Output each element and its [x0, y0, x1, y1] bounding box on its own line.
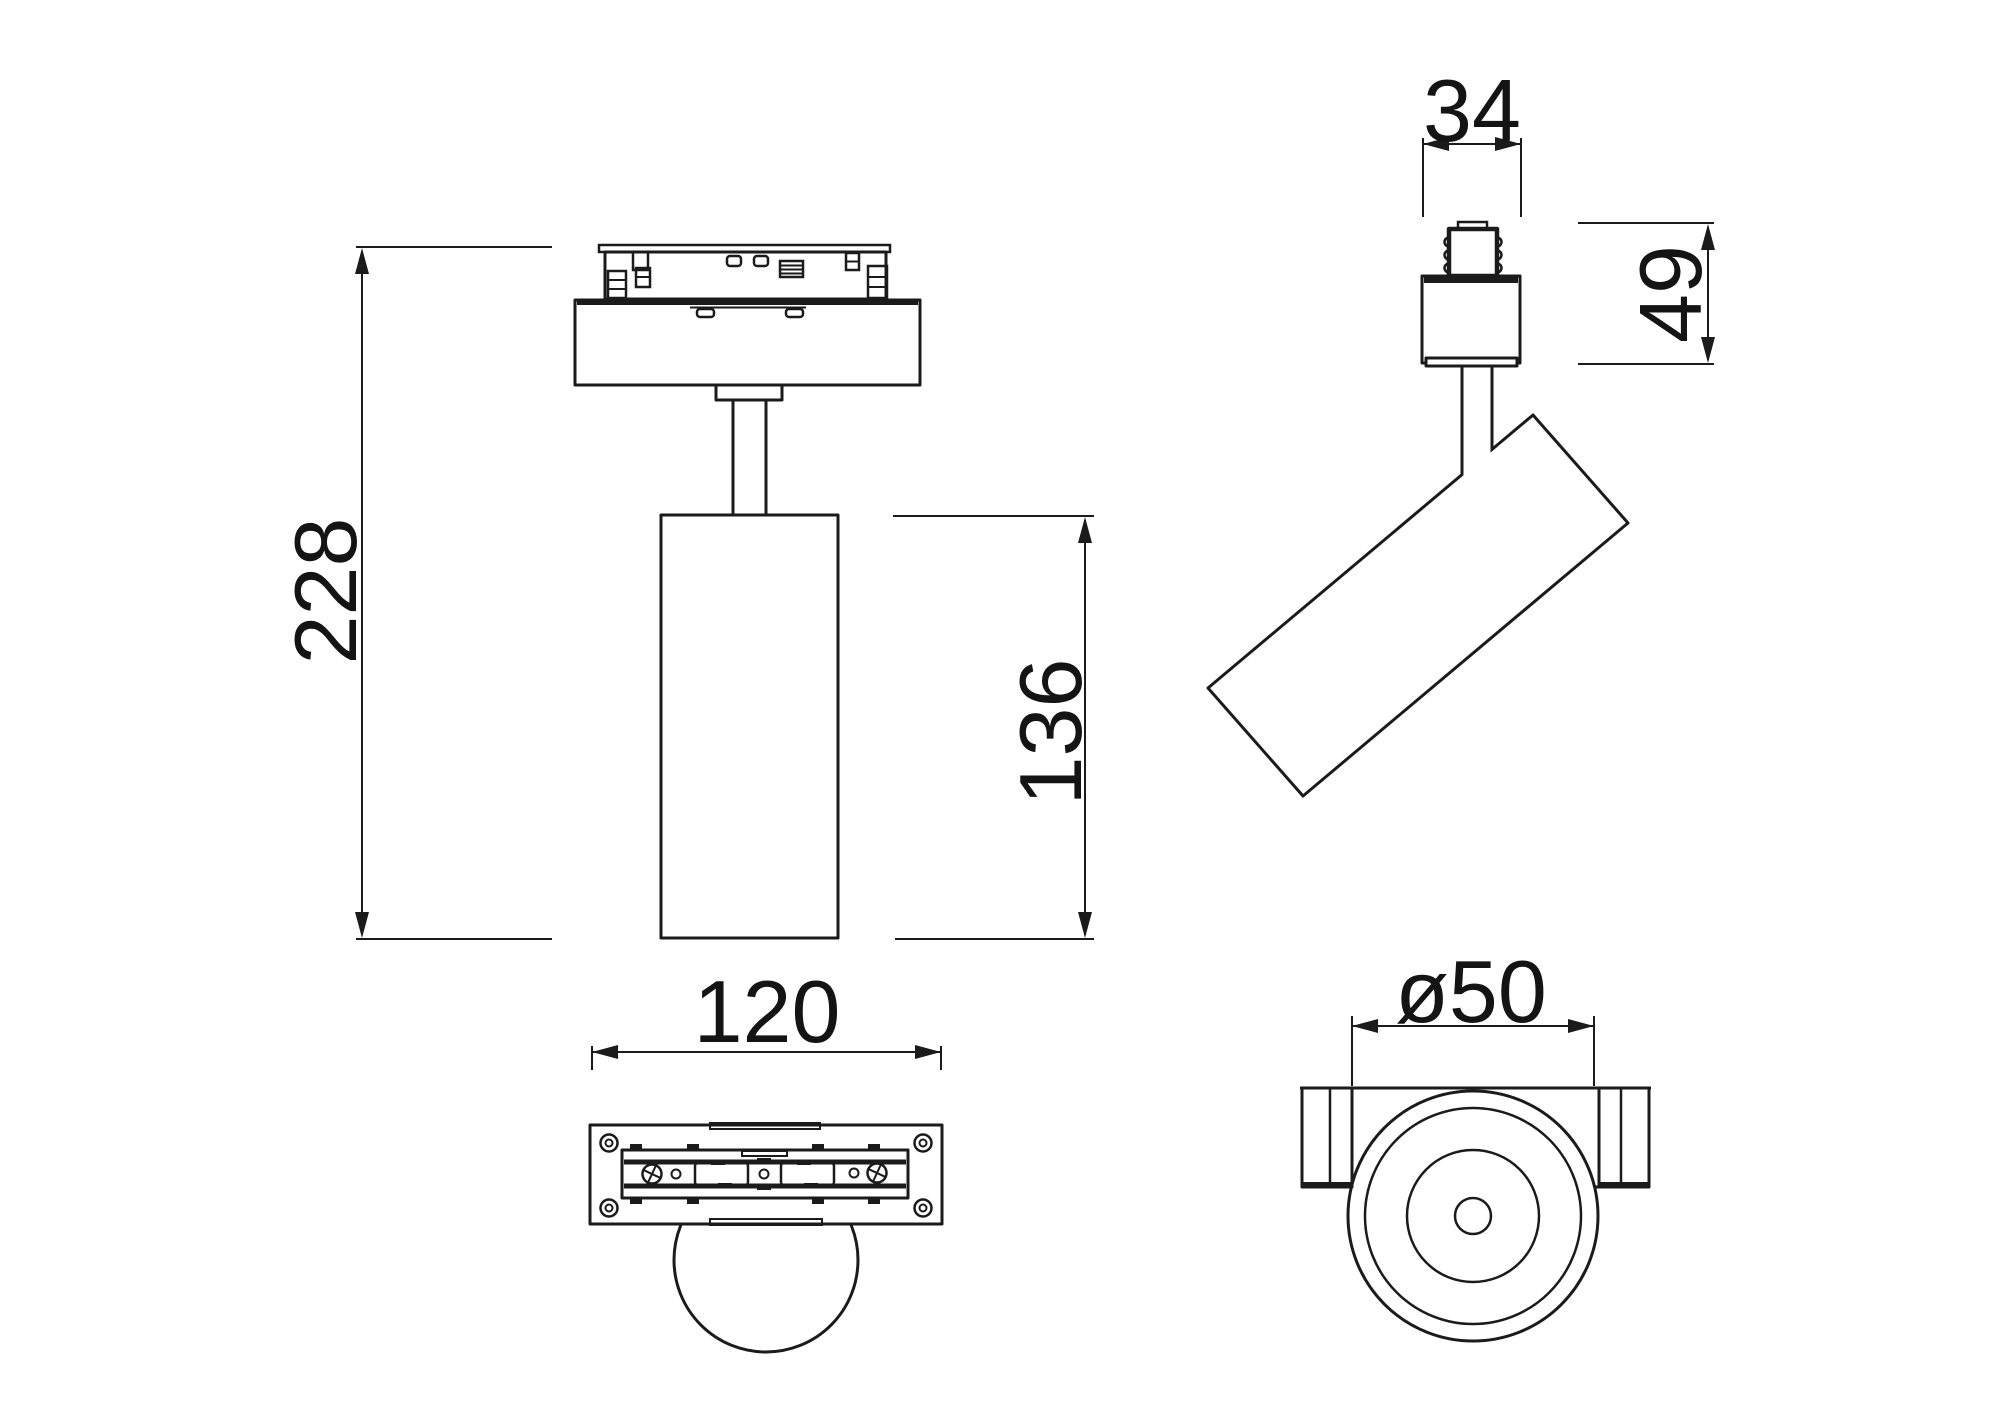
contact-3	[844, 251, 861, 272]
adapter-block	[1420, 274, 1522, 365]
corner-screw-br	[913, 1198, 933, 1218]
dim-head-diameter: ø50	[1351, 942, 1595, 1086]
extension-ticks	[591, 1046, 942, 1070]
rail-pin-2	[848, 1167, 860, 1179]
arrow-right	[1568, 1019, 1594, 1033]
arrow-down	[355, 912, 369, 938]
stem-collar	[714, 383, 784, 402]
terminal-right	[866, 264, 889, 300]
base-slot-1	[695, 307, 716, 319]
extension-lines	[1351, 1016, 1595, 1086]
stem-side	[1460, 366, 1494, 474]
corner-screw-tl	[599, 1133, 619, 1153]
arrow-down	[1078, 912, 1092, 938]
dim-label-connector-depth: 34	[1423, 61, 1521, 160]
base-slot-2	[784, 307, 805, 319]
head-outer-circle	[1346, 1089, 1600, 1343]
rail-window-2	[779, 1160, 836, 1188]
arrow-right	[915, 1045, 941, 1059]
arrow-left	[592, 1045, 618, 1059]
adapter-base-box	[573, 298, 922, 387]
vent-grille	[778, 259, 805, 279]
rail-center-pin	[757, 1158, 771, 1190]
rail-top-slot	[741, 1150, 788, 1157]
contact-2	[752, 254, 770, 268]
dim-base-width: 120	[591, 962, 942, 1070]
corner-screw-tr	[913, 1133, 933, 1153]
notch-top	[709, 1122, 821, 1130]
notch-bottom	[709, 1218, 823, 1226]
dim-base-height: 49	[1578, 222, 1720, 365]
rail-nubs	[630, 1144, 880, 1204]
dim-label-overall-height: 228	[276, 518, 375, 665]
front-view	[573, 243, 922, 940]
stem-mask	[1463, 444, 1491, 482]
arrow-left	[1423, 137, 1449, 151]
dim-overall-height: 228	[276, 246, 552, 940]
lamp-head-outline	[672, 1225, 860, 1354]
track-connector	[1446, 226, 1500, 279]
dim-head-height: 136	[893, 515, 1100, 940]
arrow-down	[1701, 337, 1715, 363]
contact-1	[725, 254, 743, 268]
head-center-circle	[1453, 1196, 1493, 1236]
extension-lines	[1578, 222, 1714, 365]
dim-label-head-diameter: ø50	[1395, 942, 1547, 1041]
extension-lines	[1422, 138, 1522, 217]
terminal-left-2	[634, 266, 652, 289]
rail-pin-1	[670, 1168, 682, 1180]
dim-label-head-height: 136	[1001, 659, 1100, 806]
head-ring	[1363, 1106, 1583, 1326]
lamp-body-tilted	[1206, 413, 1630, 798]
head-inner-ring	[1405, 1148, 1541, 1284]
rail-window-1	[693, 1160, 750, 1188]
lamp-body	[659, 513, 840, 940]
contact-rail	[620, 1148, 910, 1200]
side-block-left	[1300, 1086, 1354, 1189]
stem	[731, 400, 768, 515]
side-view	[1206, 220, 1630, 798]
adapter-base-plate	[1424, 356, 1519, 368]
arrow-up	[355, 248, 369, 274]
arrow-right	[1495, 137, 1521, 151]
dim-label-base-width: 120	[694, 962, 841, 1061]
arrow-left	[1352, 1019, 1378, 1033]
base-top-view	[588, 1122, 944, 1354]
dim-connector-depth: 34	[1422, 61, 1522, 217]
terminal-left	[606, 269, 628, 300]
adapter-slot	[631, 250, 650, 272]
arrow-up	[1701, 224, 1715, 250]
side-block-right	[1597, 1086, 1651, 1189]
rail-screw-left	[641, 1163, 663, 1185]
dim-label-base-height: 49	[1621, 245, 1720, 343]
rail-screw-right	[866, 1162, 888, 1184]
head-front-view	[1300, 1086, 1651, 1343]
arrow-up	[1078, 517, 1092, 543]
corner-screw-bl	[599, 1198, 619, 1218]
